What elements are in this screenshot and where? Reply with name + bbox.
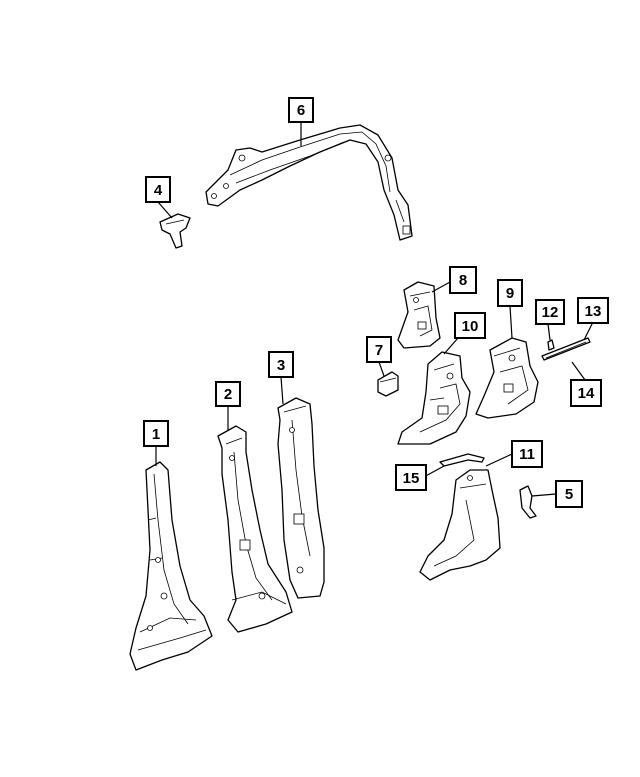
part-9-rear-inner-panel[interactable] — [475, 337, 539, 419]
callout-13-label: 13 — [585, 303, 602, 320]
callout-5-label: 5 — [565, 486, 573, 503]
part-6-roof-rail[interactable] — [205, 124, 413, 241]
part-10-inner-quarter-panel[interactable] — [397, 351, 471, 445]
callout-15: 15 — [395, 464, 427, 491]
callout-12: 12 — [535, 299, 565, 325]
part-4-bracket[interactable] — [159, 213, 191, 249]
part-7-bracket[interactable] — [377, 371, 399, 397]
callout-7: 7 — [366, 336, 392, 363]
callout-14-label: 14 — [578, 385, 595, 402]
part-3-b-pillar-reinforcement[interactable] — [277, 397, 325, 599]
callout-4: 4 — [145, 176, 171, 203]
part-11-wheelhouse[interactable] — [419, 469, 501, 581]
callout-14: 14 — [570, 379, 602, 407]
callout-8: 8 — [449, 266, 477, 294]
callout-11-label: 11 — [519, 446, 535, 463]
callout-9-label: 9 — [506, 285, 514, 302]
callout-6: 6 — [288, 97, 314, 123]
callout-1: 1 — [143, 420, 169, 447]
part-2-b-pillar[interactable] — [217, 425, 293, 633]
callout-7-label: 7 — [375, 342, 383, 359]
callout-15-label: 15 — [403, 470, 420, 487]
callout-8-label: 8 — [459, 272, 467, 289]
part-1-a-pillar[interactable] — [129, 461, 213, 671]
callout-10-label: 10 — [462, 318, 479, 335]
part-8-inner-panel-upper[interactable] — [397, 281, 441, 349]
callout-13: 13 — [577, 297, 609, 324]
callout-3: 3 — [268, 351, 294, 378]
callout-2: 2 — [215, 381, 241, 407]
part-5-bracket[interactable] — [519, 485, 537, 519]
callout-3-label: 3 — [277, 357, 285, 374]
callout-9: 9 — [497, 279, 523, 307]
callout-10: 10 — [454, 312, 486, 339]
callout-4-label: 4 — [154, 182, 163, 199]
callout-6-label: 6 — [297, 102, 305, 119]
callout-11: 11 — [511, 440, 543, 468]
callout-2-label: 2 — [224, 386, 232, 403]
part-13-14-strip[interactable] — [541, 337, 591, 361]
part-15-strip[interactable] — [439, 453, 485, 467]
callout-5: 5 — [555, 480, 583, 508]
callout-1-label: 1 — [152, 426, 160, 443]
part-12-clip[interactable] — [547, 339, 555, 351]
callout-12-label: 12 — [542, 304, 559, 321]
